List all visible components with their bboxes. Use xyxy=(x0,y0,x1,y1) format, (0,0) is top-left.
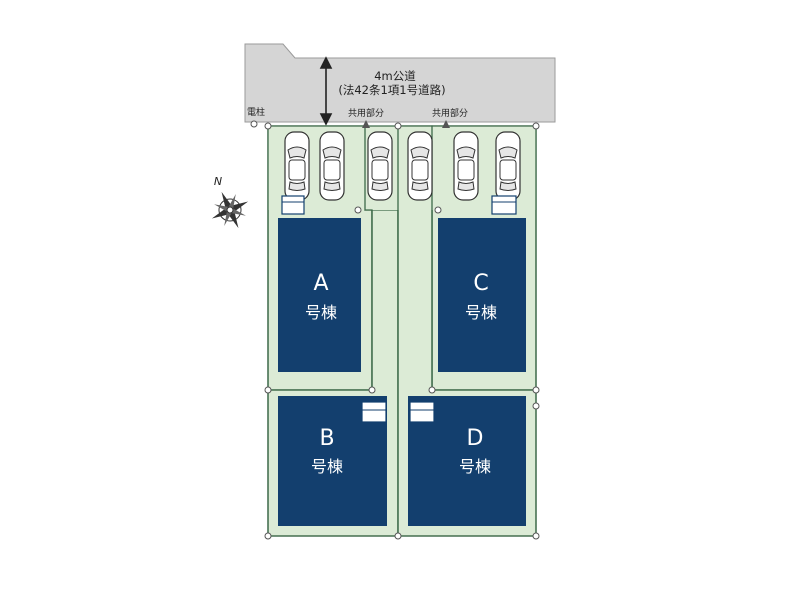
compass-north-label: N xyxy=(214,175,222,188)
building-d-suffix: 号棟 xyxy=(459,457,491,476)
building-d-entrance xyxy=(409,401,435,423)
building-c-suffix: 号棟 xyxy=(465,303,497,322)
car-icon xyxy=(319,131,345,201)
car-icon xyxy=(407,131,433,201)
road-width-arrow xyxy=(319,56,333,126)
building-c-letter: C xyxy=(473,271,488,296)
shared-area-label-left: 共用部分 xyxy=(348,107,384,119)
building-a xyxy=(278,218,361,372)
utility-pole-icon xyxy=(250,120,258,128)
building-c-entrance xyxy=(491,195,517,215)
building-c xyxy=(438,218,526,372)
car-icon xyxy=(495,131,521,201)
car-icon xyxy=(367,131,393,201)
road-law-note: (法42条1項1号道路) xyxy=(338,83,445,97)
shared-area-label-right: 共用部分 xyxy=(432,107,468,119)
boundary-markers xyxy=(264,122,540,540)
driveway-area xyxy=(268,126,536,210)
building-b-entrance xyxy=(361,401,387,423)
building-b-letter: B xyxy=(319,426,334,451)
car-icon xyxy=(453,131,479,201)
building-a-suffix: 号棟 xyxy=(305,303,337,322)
building-a-entrance xyxy=(281,195,305,215)
shared-area-arrow-left xyxy=(362,120,370,128)
building-d-letter: D xyxy=(467,426,484,451)
compass-icon xyxy=(211,191,249,229)
road-name: 4m公道 xyxy=(374,69,416,83)
building-b-suffix: 号棟 xyxy=(311,457,343,476)
building-a-letter: A xyxy=(313,271,328,296)
utility-pole-label: 電柱 xyxy=(247,106,265,118)
parking-cars xyxy=(284,131,521,201)
shared-area-arrow-right xyxy=(442,120,450,128)
car-icon xyxy=(284,131,310,201)
